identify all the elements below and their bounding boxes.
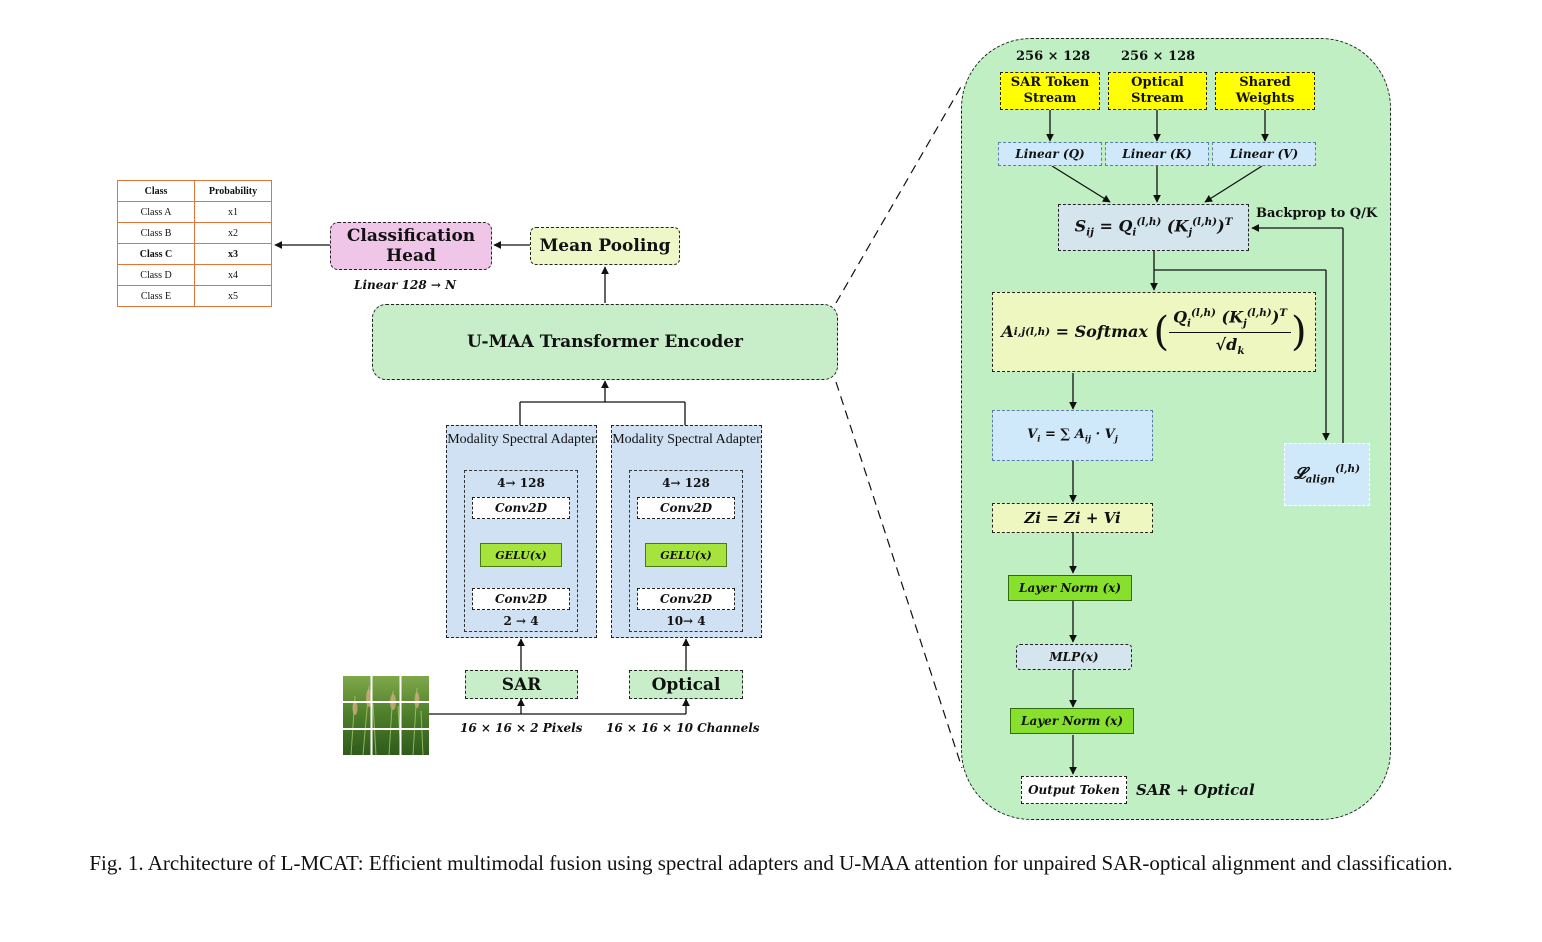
sar-adapter-title: Modality Spectral Adapter: [447, 432, 596, 447]
output-note: SAR + Optical: [1136, 781, 1255, 799]
grass-image: [343, 676, 429, 755]
classification-head-label: Classification Head: [346, 226, 476, 266]
optical-dims-label: 16 × 16 × 10 Channels: [606, 721, 760, 735]
optical-conv2d-bottom: Conv2D: [637, 588, 735, 610]
optical-stream-box: Optical Stream: [1108, 72, 1207, 110]
optical-input-box: Optical: [629, 670, 743, 699]
linear-v-box: Linear (V): [1212, 142, 1316, 166]
sar-input-label: SAR: [501, 674, 542, 695]
sar-gelu: GELU(x): [480, 543, 562, 567]
linear-k-label: Linear (K): [1122, 147, 1192, 161]
layer-norm-1-label: Layer Norm (x): [1019, 581, 1121, 595]
optical-adapter-title: Modality Spectral Adapter: [612, 432, 761, 447]
mlp-box: MLP(x): [1016, 644, 1132, 670]
sar-conv2d-top-label: Conv2D: [494, 501, 547, 515]
backprop-label: Backprop to Q/K: [1256, 206, 1378, 221]
linear-label: Linear 128 → N: [354, 278, 457, 292]
output-token-label: Output Token: [1028, 783, 1120, 797]
classification-head-box: Classification Head: [330, 222, 492, 270]
sar-adapter-bottom-dim: 2 → 4: [503, 614, 539, 628]
layer-norm-2-box: Layer Norm (x): [1010, 708, 1134, 734]
sar-conv2d-bottom: Conv2D: [472, 588, 570, 610]
optical-conv2d-top-label: Conv2D: [659, 501, 712, 515]
optical-stream-label: Optical Stream: [1131, 75, 1184, 106]
linear-k-box: Linear (K): [1105, 142, 1209, 166]
optical-gelu-label: GELU(x): [660, 548, 712, 562]
encoder-label: U-MAA Transformer Encoder: [467, 332, 743, 352]
linear-v-label: Linear (V): [1229, 147, 1299, 161]
layer-norm-1-box: Layer Norm (x): [1008, 575, 1132, 601]
similarity-formula: Sij = Qi(l,h) (Kj(l,h))T: [1074, 216, 1233, 239]
sar-adapter-top-dim: 4→ 128: [497, 476, 545, 490]
linear-q-box: Linear (Q): [998, 142, 1102, 166]
figure-caption: Fig. 1. Architecture of L-MCAT: Efficien…: [89, 851, 1453, 875]
sar-conv2d-top: Conv2D: [472, 497, 570, 519]
optical-stream-dim: 256 × 128: [1121, 49, 1196, 64]
sar-input-box: SAR: [465, 670, 578, 699]
residual-box: Zi = Zi + Vi: [992, 503, 1153, 533]
table-cell: x5: [194, 285, 272, 307]
sar-token-stream-box: SAR Token Stream: [1000, 72, 1100, 110]
optical-conv2d-bottom-label: Conv2D: [659, 592, 712, 606]
shared-weights-box: Shared Weights: [1215, 72, 1315, 110]
optical-adapter-bottom-dim: 10→ 4: [666, 614, 706, 628]
linear-q-label: Linear (Q): [1015, 147, 1085, 161]
residual-formula: Zi = Zi + Vi: [1024, 509, 1121, 527]
sar-conv2d-bottom-label: Conv2D: [494, 592, 547, 606]
mlp-label: MLP(x): [1049, 650, 1099, 664]
sar-adapter-box: Modality Spectral Adapter 4→ 128 Conv2D …: [446, 425, 597, 638]
optical-adapter-top-dim: 4→ 128: [662, 476, 710, 490]
optical-input-label: Optical: [651, 674, 721, 695]
sar-stream-dim: 256 × 128: [1016, 49, 1091, 64]
encoder-box: U-MAA Transformer Encoder: [372, 304, 838, 380]
optical-conv2d-top: Conv2D: [637, 497, 735, 519]
align-loss-formula: 𝓛align(l,h): [1293, 463, 1361, 486]
similarity-formula-box: Sij = Qi(l,h) (Kj(l,h))T: [1058, 204, 1249, 251]
shared-weights-label: Shared Weights: [1235, 75, 1295, 106]
mean-pooling-label: Mean Pooling: [539, 236, 671, 256]
sar-dims-label: 16 × 16 × 2 Pixels: [460, 721, 583, 735]
layer-norm-2-label: Layer Norm (x): [1021, 714, 1123, 728]
sar-token-stream-label: SAR Token Stream: [1010, 75, 1090, 106]
sar-gelu-label: GELU(x): [495, 548, 547, 562]
weighted-sum-box: Vi = ∑ Aij · Vj: [992, 410, 1153, 461]
optical-gelu: GELU(x): [645, 543, 727, 567]
output-token-box: Output Token: [1021, 776, 1127, 804]
table-cell: Class E: [117, 285, 195, 307]
optical-adapter-inner: 4→ 128 Conv2D GELU(x) Conv2D 10→ 4: [629, 470, 743, 632]
align-loss-box: 𝓛align(l,h): [1284, 443, 1370, 506]
sar-adapter-inner: 4→ 128 Conv2D GELU(x) Conv2D 2 → 4: [464, 470, 578, 632]
weighted-sum-formula: Vi = ∑ Aij · Vj: [1027, 427, 1118, 444]
mean-pooling-box: Mean Pooling: [530, 227, 680, 265]
optical-adapter-box: Modality Spectral Adapter 4→ 128 Conv2D …: [611, 425, 762, 638]
